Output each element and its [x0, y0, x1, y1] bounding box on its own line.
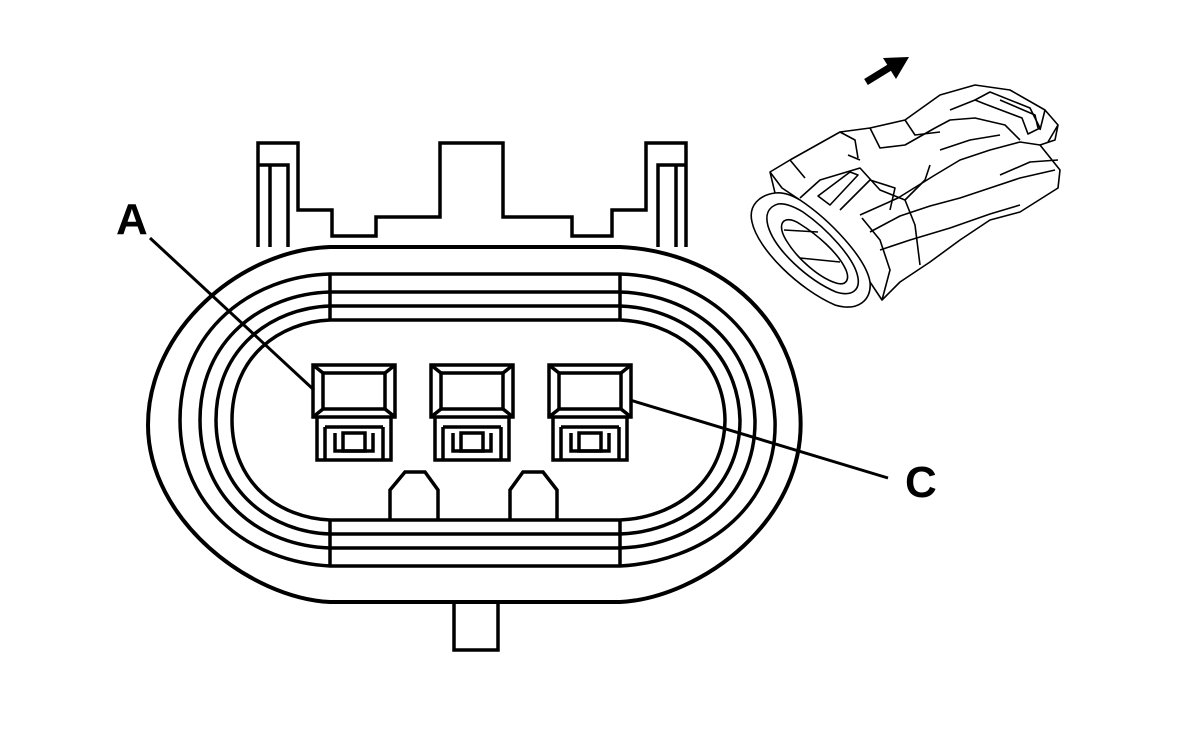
inset-lock-tab — [974, 91, 1041, 135]
seal-dividers — [328, 274, 622, 566]
polarization-key-left — [388, 470, 440, 520]
leader-line-c — [629, 398, 889, 480]
terminal-cavity-a — [311, 363, 397, 462]
connector-face-view — [145, 141, 803, 652]
top-latch-frame — [256, 141, 688, 247]
connector-outer-shell — [145, 245, 803, 604]
connector-isometric-view — [750, 84, 1061, 308]
direction-arrow-icon — [864, 57, 909, 85]
latch-inner-lines — [258, 163, 686, 247]
seal-ring-3 — [214, 304, 742, 536]
seal-ring-1 — [178, 272, 777, 568]
bottom-key — [452, 602, 500, 652]
polarization-key-right — [508, 470, 559, 520]
seal-ring-4 — [230, 318, 727, 522]
callout-label-c: C — [905, 458, 937, 507]
leader-line-a — [148, 236, 316, 392]
callout-label-a: A — [116, 195, 148, 244]
terminal-cavity-c — [547, 363, 633, 462]
inset-body-top — [769, 84, 1061, 301]
terminal-cavity-b — [429, 363, 515, 462]
